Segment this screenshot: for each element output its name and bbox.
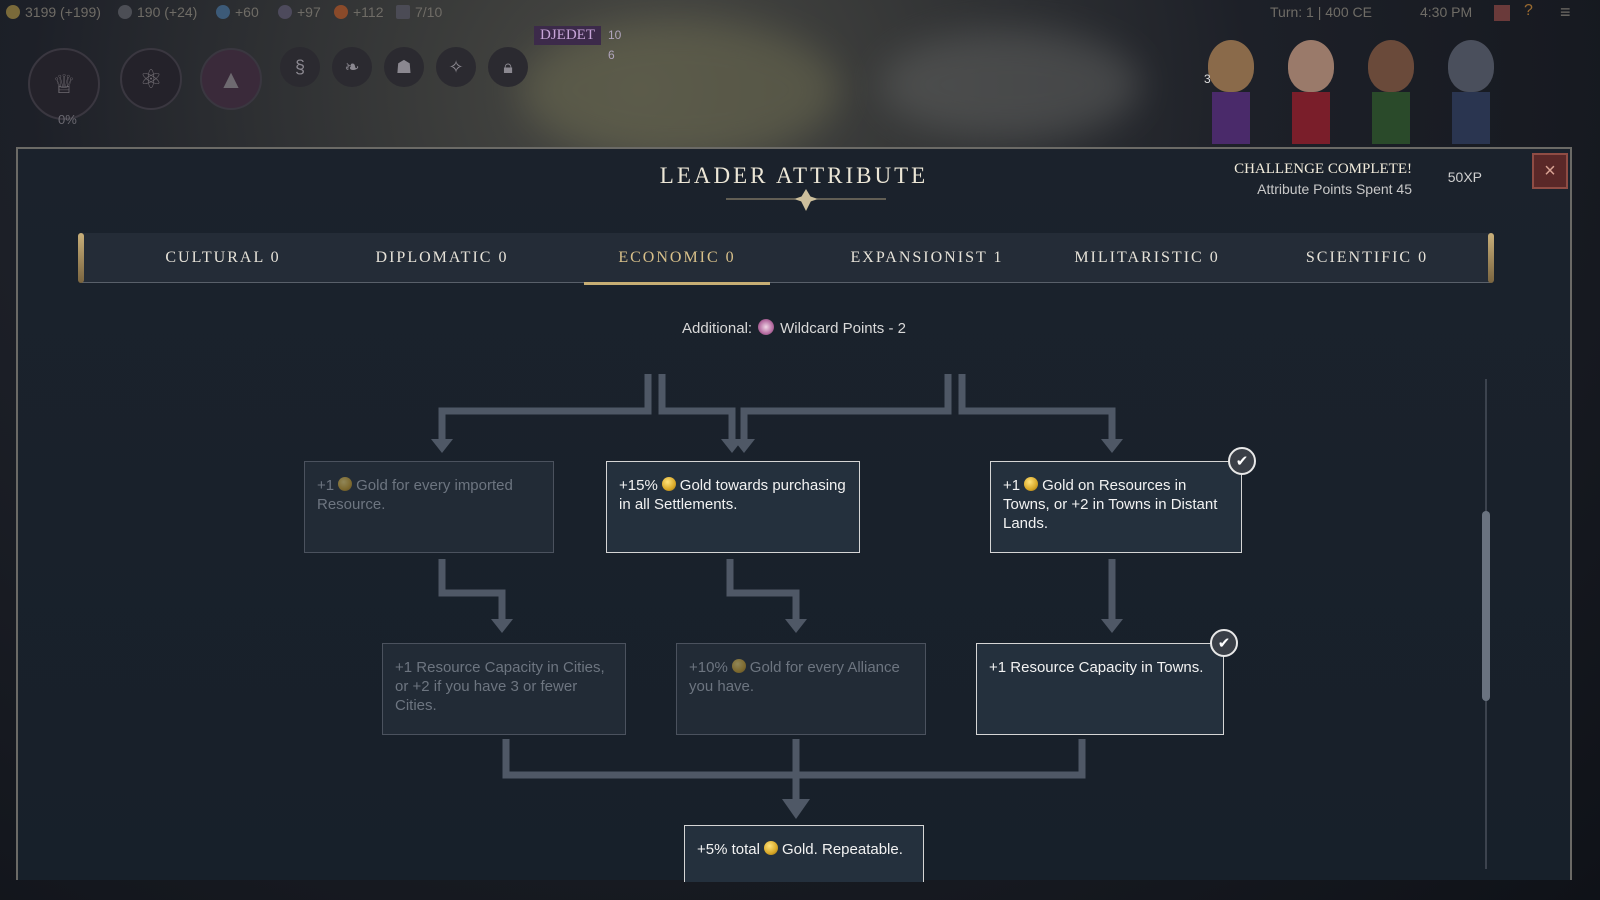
trophy-icon: ♕ [52, 68, 76, 99]
civics-tree-button[interactable]: ▲ [200, 48, 262, 110]
city-banner[interactable]: DJEDET [534, 26, 601, 45]
leader-banner [1372, 92, 1410, 144]
panel-title: LEADER ATTRIBUTE [659, 163, 929, 188]
challenge-notice: CHALLENGE COMPLETE! Attribute Points Spe… [1234, 161, 1412, 197]
challenge-subtitle: Attribute Points Spent 45 [1257, 181, 1412, 197]
dove-button[interactable]: ✧ [436, 47, 476, 87]
turn-indicator: Turn: 1 | 400 CE [1270, 4, 1372, 20]
leader-portrait-3[interactable] [1366, 40, 1416, 144]
influence-stat: 190 (+24) [118, 4, 197, 20]
leader-attribute-panel: LEADER ATTRIBUTE CHALLENGE COMPLETE! Att… [16, 147, 1572, 882]
happiness-icon [334, 5, 348, 19]
map-cloud [880, 30, 1140, 140]
flag-icon[interactable] [1494, 5, 1510, 21]
tab-militaristic[interactable]: MILITARISTIC 0 [1074, 249, 1220, 266]
leader-face [1208, 40, 1254, 92]
leader-face [1368, 40, 1414, 92]
scroll-button[interactable]: § [280, 47, 320, 87]
menu-icon[interactable]: ≡ [1560, 2, 1571, 22]
settlement-stat: 7/10 [396, 4, 442, 20]
tree-connectors [431, 374, 1123, 819]
gold-icon [731, 659, 746, 673]
tree-node-town-capacity[interactable]: +1 Resource Capacity in Towns. [976, 643, 1224, 735]
close-icon: × [1544, 159, 1556, 182]
additional-points: Additional:Wildcard Points - 2 [682, 319, 906, 337]
leader-portrait-4[interactable] [1446, 40, 1496, 144]
atom-icon: ⚛ [139, 63, 163, 94]
lock-button[interactable]: 🔒︎ [488, 47, 528, 87]
tab-diplomatic[interactable]: DIPLOMATIC 0 [375, 249, 509, 266]
tab-economic[interactable]: ECONOMIC 0 [584, 233, 770, 285]
gold-icon [661, 477, 676, 491]
challenge-title: CHALLENGE COMPLETE! [1234, 161, 1412, 177]
leader-banner [1452, 92, 1490, 144]
scrollbar-thumb[interactable] [1482, 511, 1490, 701]
victory-trophy-button[interactable]: ♕ [28, 48, 100, 120]
city-production: 6 [608, 48, 615, 62]
dove-icon: ✧ [448, 56, 464, 77]
challenge-xp: 50XP [1447, 169, 1482, 185]
attribute-tab-bar: CULTURAL 0 DIPLOMATIC 0 ECONOMIC 0 EXPAN… [78, 233, 1494, 285]
tab-cultural[interactable]: CULTURAL 0 [165, 249, 281, 266]
active-tab-underline [584, 282, 770, 285]
science-tree-button[interactable]: ⚛ [120, 48, 182, 110]
leaf-button[interactable]: ❧ [332, 47, 372, 87]
culture-stat: +97 [278, 4, 321, 20]
top-hud: 3199 (+199) 190 (+24) +60 +97 +112 7/10 … [0, 0, 1600, 26]
gold-icon [1024, 477, 1039, 491]
mask-button[interactable]: ☗ [384, 47, 424, 87]
book-icon: ▲ [218, 63, 244, 94]
leader-face [1448, 40, 1494, 92]
leader-banner [1292, 92, 1330, 144]
clock: 4:30 PM [1420, 4, 1473, 20]
science-stat: +60 [216, 4, 259, 20]
tree-node-city-capacity[interactable]: +1 Resource Capacity in Cities, or +2 if… [382, 643, 626, 735]
victory-percent: 0% [58, 112, 77, 127]
city-population: 10 [608, 28, 622, 42]
tab-scientific[interactable]: SCIENTIFIC 0 [1305, 249, 1429, 266]
culture-icon [278, 5, 292, 19]
close-button[interactable]: × [1532, 153, 1568, 189]
gold-icon [338, 477, 353, 491]
title-ornament-icon [726, 189, 886, 211]
gold-stat: 3199 (+199) [6, 4, 101, 20]
wildcard-icon [758, 319, 775, 335]
scroll-icon: § [294, 56, 305, 77]
settlement-icon [396, 5, 410, 19]
checkmark-icon: ✔ [1228, 447, 1256, 475]
tab-expansionist[interactable]: EXPANSIONIST 1 [850, 249, 1004, 266]
gold-icon [763, 841, 778, 855]
influence-icon [118, 5, 132, 19]
happiness-stat: +112 [334, 4, 384, 20]
help-icon[interactable]: ? [1524, 2, 1533, 19]
science-icon [216, 5, 230, 19]
leader-portrait-2[interactable] [1286, 40, 1336, 144]
leaf-icon: ❧ [344, 56, 360, 77]
leader-badge: 3 [1204, 72, 1211, 86]
leader-portrait-1[interactable]: 3 [1204, 40, 1256, 144]
tree-node-alliance-gold[interactable]: +10%Gold for every Alliance you have. [676, 643, 926, 735]
leader-face [1288, 40, 1334, 92]
tree-node-purchasing-gold[interactable]: +15%Gold towards purchasing in all Settl… [606, 461, 860, 553]
gold-icon [6, 5, 20, 19]
mask-icon: ☗ [395, 56, 413, 77]
lock-icon: 🔒︎ [503, 56, 513, 77]
leader-banner [1212, 92, 1250, 144]
checkmark-icon: ✔ [1210, 629, 1238, 657]
